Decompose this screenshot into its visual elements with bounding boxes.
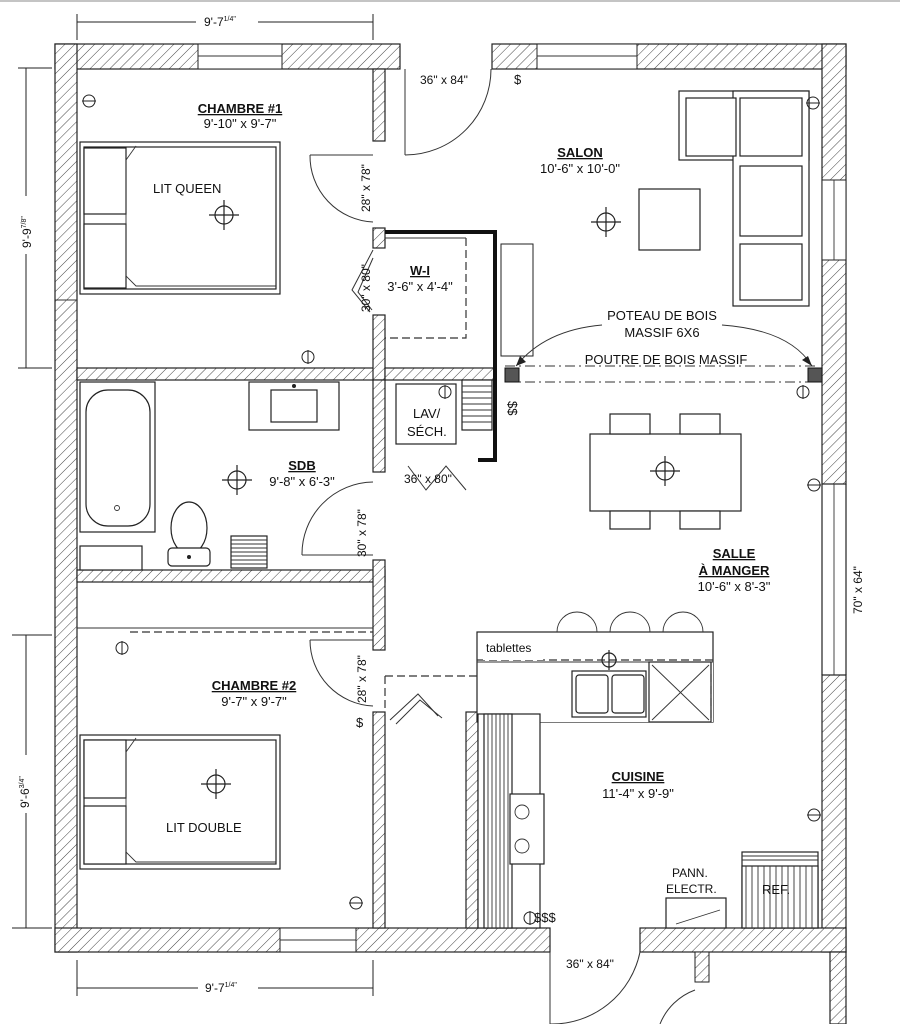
door-sdb-size: 30" x 78"	[355, 509, 369, 557]
door-entry-bottom-size: 36" x 84"	[566, 957, 614, 971]
poutre-label: POUTRE DE BOIS MASSIF	[585, 352, 748, 367]
door-wi-size: 30" x 80"	[359, 264, 373, 312]
stool-3	[662, 611, 704, 633]
door-ch2-size: 28" x 78"	[355, 655, 369, 703]
cuisine-size: 11'-4" x 9'-9"	[602, 786, 674, 801]
salle-size: 10'-6" x 8'-3"	[698, 579, 771, 594]
toilet	[167, 501, 211, 567]
chambre2-title: CHAMBRE #2	[212, 678, 297, 693]
bed-double: LIT DOUBLE	[79, 734, 281, 870]
beam	[504, 324, 823, 383]
lav-label-2: SÉCH.	[407, 424, 447, 439]
pann-label-1: PANN.	[672, 866, 708, 880]
salon-size: 10'-6" x 10'-0"	[540, 161, 620, 176]
bed-queen: LIT QUEEN	[79, 141, 281, 295]
chambre2-size: 9'-7" x 9'-7"	[221, 694, 287, 709]
electrical-panel: PANN. ELECTR.	[665, 866, 727, 929]
door-lav-size: 36" x 80"	[404, 472, 452, 486]
salle-title-1: SALLE	[713, 546, 756, 561]
lit-double-label: LIT DOUBLE	[166, 820, 242, 835]
wi-shelf	[500, 243, 534, 357]
kitchen-counter	[477, 713, 545, 929]
interior-walls	[76, 68, 496, 929]
wi-title: W-I	[410, 263, 430, 278]
doors	[301, 68, 710, 1024]
window-size: 70" x 64"	[851, 566, 865, 614]
sink-vanity	[248, 381, 340, 431]
coffee-table	[638, 188, 701, 251]
bathtub	[79, 381, 156, 533]
dim-left-upper: 9'-97/8"	[20, 216, 34, 248]
sdb-title: SDB	[288, 458, 315, 473]
salle-title-2: À MANGER	[699, 563, 770, 578]
dim-left-lower: 9'-63/4"	[18, 776, 32, 808]
window-salon-top	[536, 43, 638, 70]
switch-triple: $$$	[534, 910, 556, 925]
dim-top-width: 9'-71/4"	[204, 15, 236, 29]
poteau-label-1: POTEAU DE BOIS	[607, 308, 717, 323]
vanity-small	[79, 545, 143, 571]
window-right	[821, 484, 847, 675]
sdb-size: 9'-8" x 6'-3"	[269, 474, 335, 489]
stool-1	[556, 611, 598, 633]
outlets	[82, 94, 821, 925]
pann-label-2: ELECTR.	[666, 882, 717, 896]
chambre1-title: CHAMBRE #1	[198, 101, 283, 116]
window-chambre1	[197, 43, 283, 70]
poteau-label-2: MASSIF 6X6	[624, 325, 699, 340]
ref-label: REF.	[762, 882, 790, 897]
cuisine-title: CUISINE	[612, 769, 665, 784]
wi-wall	[385, 230, 497, 462]
post-left	[504, 367, 520, 383]
door-ch1-size: 28" x 78"	[359, 164, 373, 212]
lit-queen-label: LIT QUEEN	[153, 181, 221, 196]
dim-bottom-width: 9'-71/4"	[205, 981, 237, 995]
lav-label-1: LAV/	[413, 406, 441, 421]
stool-2	[609, 611, 651, 633]
door-entry-top-size: 36" x 84"	[420, 73, 468, 87]
switch-ch2: $	[356, 715, 364, 730]
salon-title: SALON	[557, 145, 603, 160]
switch-double: $$	[505, 401, 520, 416]
sofa-sectional	[678, 90, 810, 307]
post-right	[807, 367, 823, 383]
chambre1-size: 9'-10" x 9'-7"	[204, 116, 277, 131]
switch-entry: $	[514, 72, 522, 87]
heater-sdb	[230, 535, 268, 569]
wi-size: 3'-6" x 4'-4"	[387, 279, 453, 294]
washer-dryer: LAV/ SÉCH.	[395, 379, 493, 445]
refrigerator: REF.	[741, 851, 819, 929]
ceiling-lights	[201, 200, 680, 799]
kitchen-island: tablettes	[476, 631, 714, 723]
tablettes-label: tablettes	[486, 641, 531, 655]
